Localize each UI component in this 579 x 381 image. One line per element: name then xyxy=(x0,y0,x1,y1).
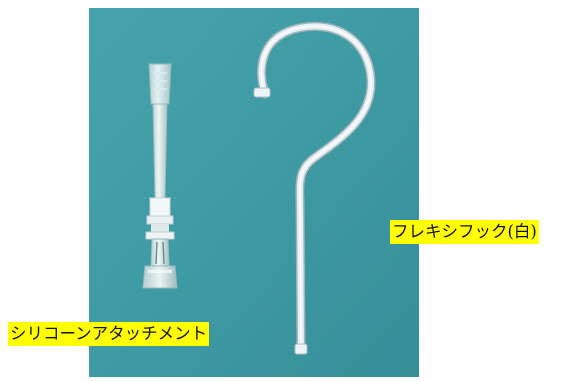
flexi-hook xyxy=(253,22,376,355)
silicone-attachment-label: シリコーンアタッチメント xyxy=(8,322,210,346)
silicone-attachment xyxy=(142,63,178,289)
teal-background xyxy=(89,8,419,377)
flexi-hook-label: フレキシフック(白) xyxy=(390,220,539,244)
product-photo xyxy=(89,8,419,377)
